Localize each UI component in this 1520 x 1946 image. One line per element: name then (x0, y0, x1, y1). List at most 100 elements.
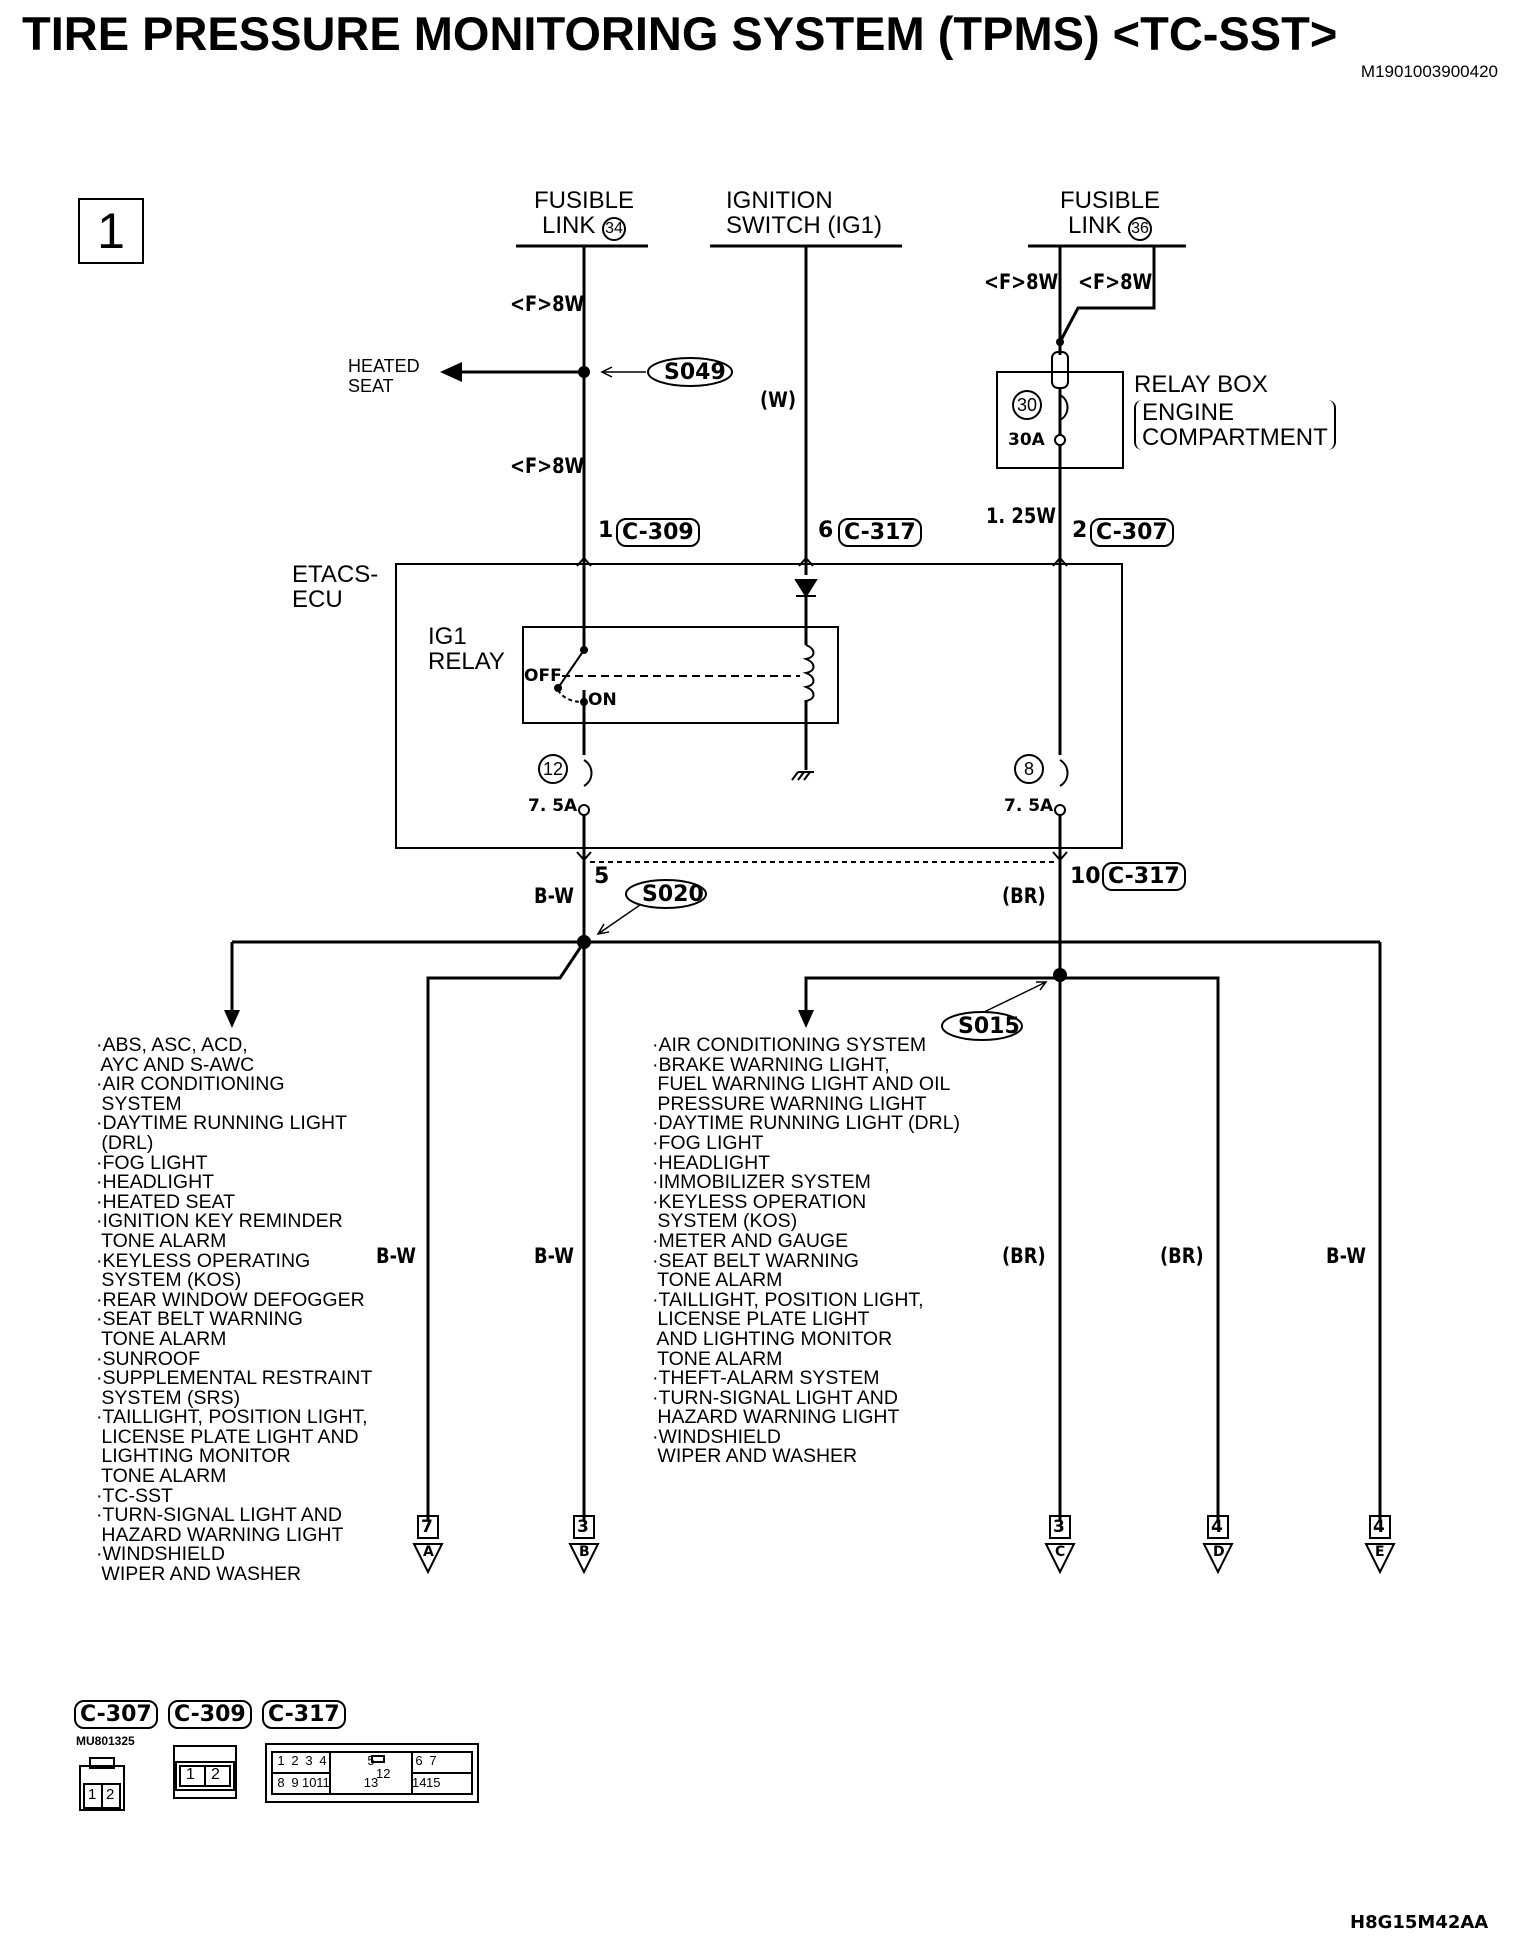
wire-fl36-b (1058, 246, 1156, 343)
list-item: ·SEAT BELT WARNING (96, 1308, 303, 1331)
list-item: ·KEYLESS OPERATION (652, 1190, 867, 1213)
relay-on-label: ON (588, 690, 617, 710)
fuse-8-rating: 7. 5A (1004, 796, 1054, 816)
etacs-ecu-label: ETACS- ECU (292, 561, 379, 613)
output-d-page: 4 (1211, 1517, 1223, 1537)
wire-label-bw-top: B-W (534, 884, 574, 908)
connector-c317-tag-b: C-317 (1102, 862, 1186, 891)
list-item: AND LIGHTING MONITOR (652, 1327, 893, 1350)
output-a-page: 7 (421, 1517, 433, 1537)
fusible-link-34-number: 34 (602, 217, 627, 241)
fusible-link-36-number: 36 (1128, 217, 1153, 241)
connector-c317-tag-a: C-317 (838, 518, 922, 547)
c309-pin-1: 1 (186, 1766, 195, 1783)
list-item: ·KEYLESS OPERATING (96, 1249, 311, 1272)
wire-label-br-c: (BR) (1002, 1244, 1046, 1268)
connector-pin: 14 (412, 1775, 427, 1790)
wire-label-bw-e: B-W (1326, 1244, 1366, 1268)
list-item: ·WINDSHIELD (652, 1425, 781, 1448)
list-item: ·ABS, ASC, ACD, (96, 1034, 248, 1056)
list-item: SYSTEM (96, 1092, 182, 1115)
list-item: LICENSE PLATE LIGHT (652, 1308, 870, 1331)
page-title: TIRE PRESSURE MONITORING SYSTEM (TPMS) <… (22, 7, 1338, 60)
list-item: ·TAILLIGHT, POSITION LIGHT, (96, 1406, 368, 1429)
list-item: TONE ALARM (652, 1269, 783, 1292)
output-b-letter: B (579, 1544, 590, 1560)
list-item: ·HEADLIGHT (96, 1171, 215, 1194)
c307-pin-1: 1 (88, 1786, 97, 1803)
splice-s020: S020 (642, 882, 704, 907)
list-item: SYSTEM (KOS) (96, 1269, 242, 1292)
list-item: AYC AND S-AWC (96, 1053, 255, 1076)
wire-label-f8w-1: <F>8W (510, 292, 585, 316)
footer-code: H8G15M42AA (1350, 1912, 1489, 1933)
fusible-link-36-label: FUSIBLE LINK 36 (1059, 187, 1161, 241)
pin-1: 1 (598, 518, 614, 543)
list-item: LIGHTING MONITOR (96, 1445, 291, 1468)
connector-pin: 1 (277, 1753, 285, 1768)
list-item: ·BRAKE WARNING LIGHT, (652, 1053, 890, 1076)
connector-pin: 8 (277, 1775, 285, 1790)
legend-c317: C-317 (262, 1700, 346, 1729)
legend-c309: C-309 (168, 1700, 252, 1729)
list-item: WIPER AND WASHER (652, 1445, 858, 1468)
list-item: ·TURN-SIGNAL LIGHT AND (96, 1504, 342, 1527)
list-item: ·DAYTIME RUNNING LIGHT (DRL) (652, 1112, 961, 1135)
fl36-fuse-body (1051, 351, 1069, 389)
relay-fuse-rating: 30A (1008, 430, 1045, 450)
wire-label-bw-a: B-W (376, 1244, 416, 1268)
list-item: ·SEAT BELT WARNING (652, 1249, 859, 1272)
list-item: ·TURN-SIGNAL LIGHT AND (652, 1386, 898, 1409)
list-item: ·AIR CONDITIONING (96, 1073, 285, 1096)
list-item: ·THEFT-ALARM SYSTEM (652, 1367, 880, 1390)
document-id: M1901003900420 (1360, 62, 1498, 81)
list-item: HAZARD WARNING LIGHT (652, 1406, 900, 1429)
list-item: ·IMMOBILIZER SYSTEM (652, 1171, 871, 1194)
list-item: ·WINDSHIELD (96, 1543, 225, 1566)
list-item: TONE ALARM (96, 1327, 227, 1350)
fuse-8-number: 8 (1014, 754, 1044, 784)
connector-pin: 7 (429, 1753, 437, 1768)
list-item: FUEL WARNING LIGHT AND OIL (652, 1073, 951, 1096)
pin-6: 6 (818, 518, 834, 543)
connector-pin: 9 (291, 1775, 299, 1790)
list-item: ·IGNITION KEY REMINDER (96, 1210, 343, 1233)
list-item: SYSTEM (KOS) (652, 1210, 798, 1233)
output-e-page: 4 (1373, 1517, 1385, 1537)
splice-s049: S049 (664, 360, 726, 385)
etacs-ecu-outline (395, 563, 1123, 849)
list-item: TONE ALARM (96, 1465, 227, 1488)
list-item: ·METER AND GAUGE (652, 1229, 849, 1252)
output-c-page: 3 (1053, 1517, 1065, 1537)
list-item: ·DAYTIME RUNNING LIGHT (96, 1112, 347, 1135)
output-d-letter: D (1213, 1544, 1225, 1560)
c307-pin-2: 2 (106, 1786, 115, 1803)
list-item: WIPER AND WASHER (96, 1563, 302, 1586)
output-e-letter: E (1375, 1544, 1385, 1560)
connector-c307-tag: C-307 (1090, 518, 1174, 547)
output-c-letter: C (1055, 1544, 1066, 1560)
list-item: (DRL) (96, 1131, 154, 1154)
pin-2: 2 (1072, 518, 1088, 543)
connector-pin: 13 (363, 1775, 379, 1790)
list-item: ·SUPPLEMENTAL RESTRAINT (96, 1367, 373, 1390)
wire-label-f8w-3: <F>8W (984, 270, 1059, 294)
connector-pin: 11 (316, 1775, 330, 1790)
list-item: ·HEATED SEAT (96, 1190, 236, 1213)
legend-c307-part: MU801325 (76, 1734, 135, 1748)
pin-10: 10 (1070, 864, 1101, 889)
connector-pin: 6 (415, 1753, 423, 1768)
relay-off-label: OFF (524, 666, 562, 686)
connector-pin: 4 (319, 1753, 327, 1768)
connector-pin: 10 (302, 1775, 317, 1790)
list-item: ·TAILLIGHT, POSITION LIGHT, (652, 1288, 924, 1311)
connector-c309-tag: C-309 (616, 518, 700, 547)
ig1-relay-label: IG1 RELAY (428, 623, 505, 675)
ig1-relay-outline (522, 626, 839, 724)
output-b-page: 3 (577, 1517, 589, 1537)
fusible-link-34-label: FUSIBLE LINK 34 (533, 187, 635, 241)
wire-label-br-top: (BR) (1002, 884, 1046, 908)
